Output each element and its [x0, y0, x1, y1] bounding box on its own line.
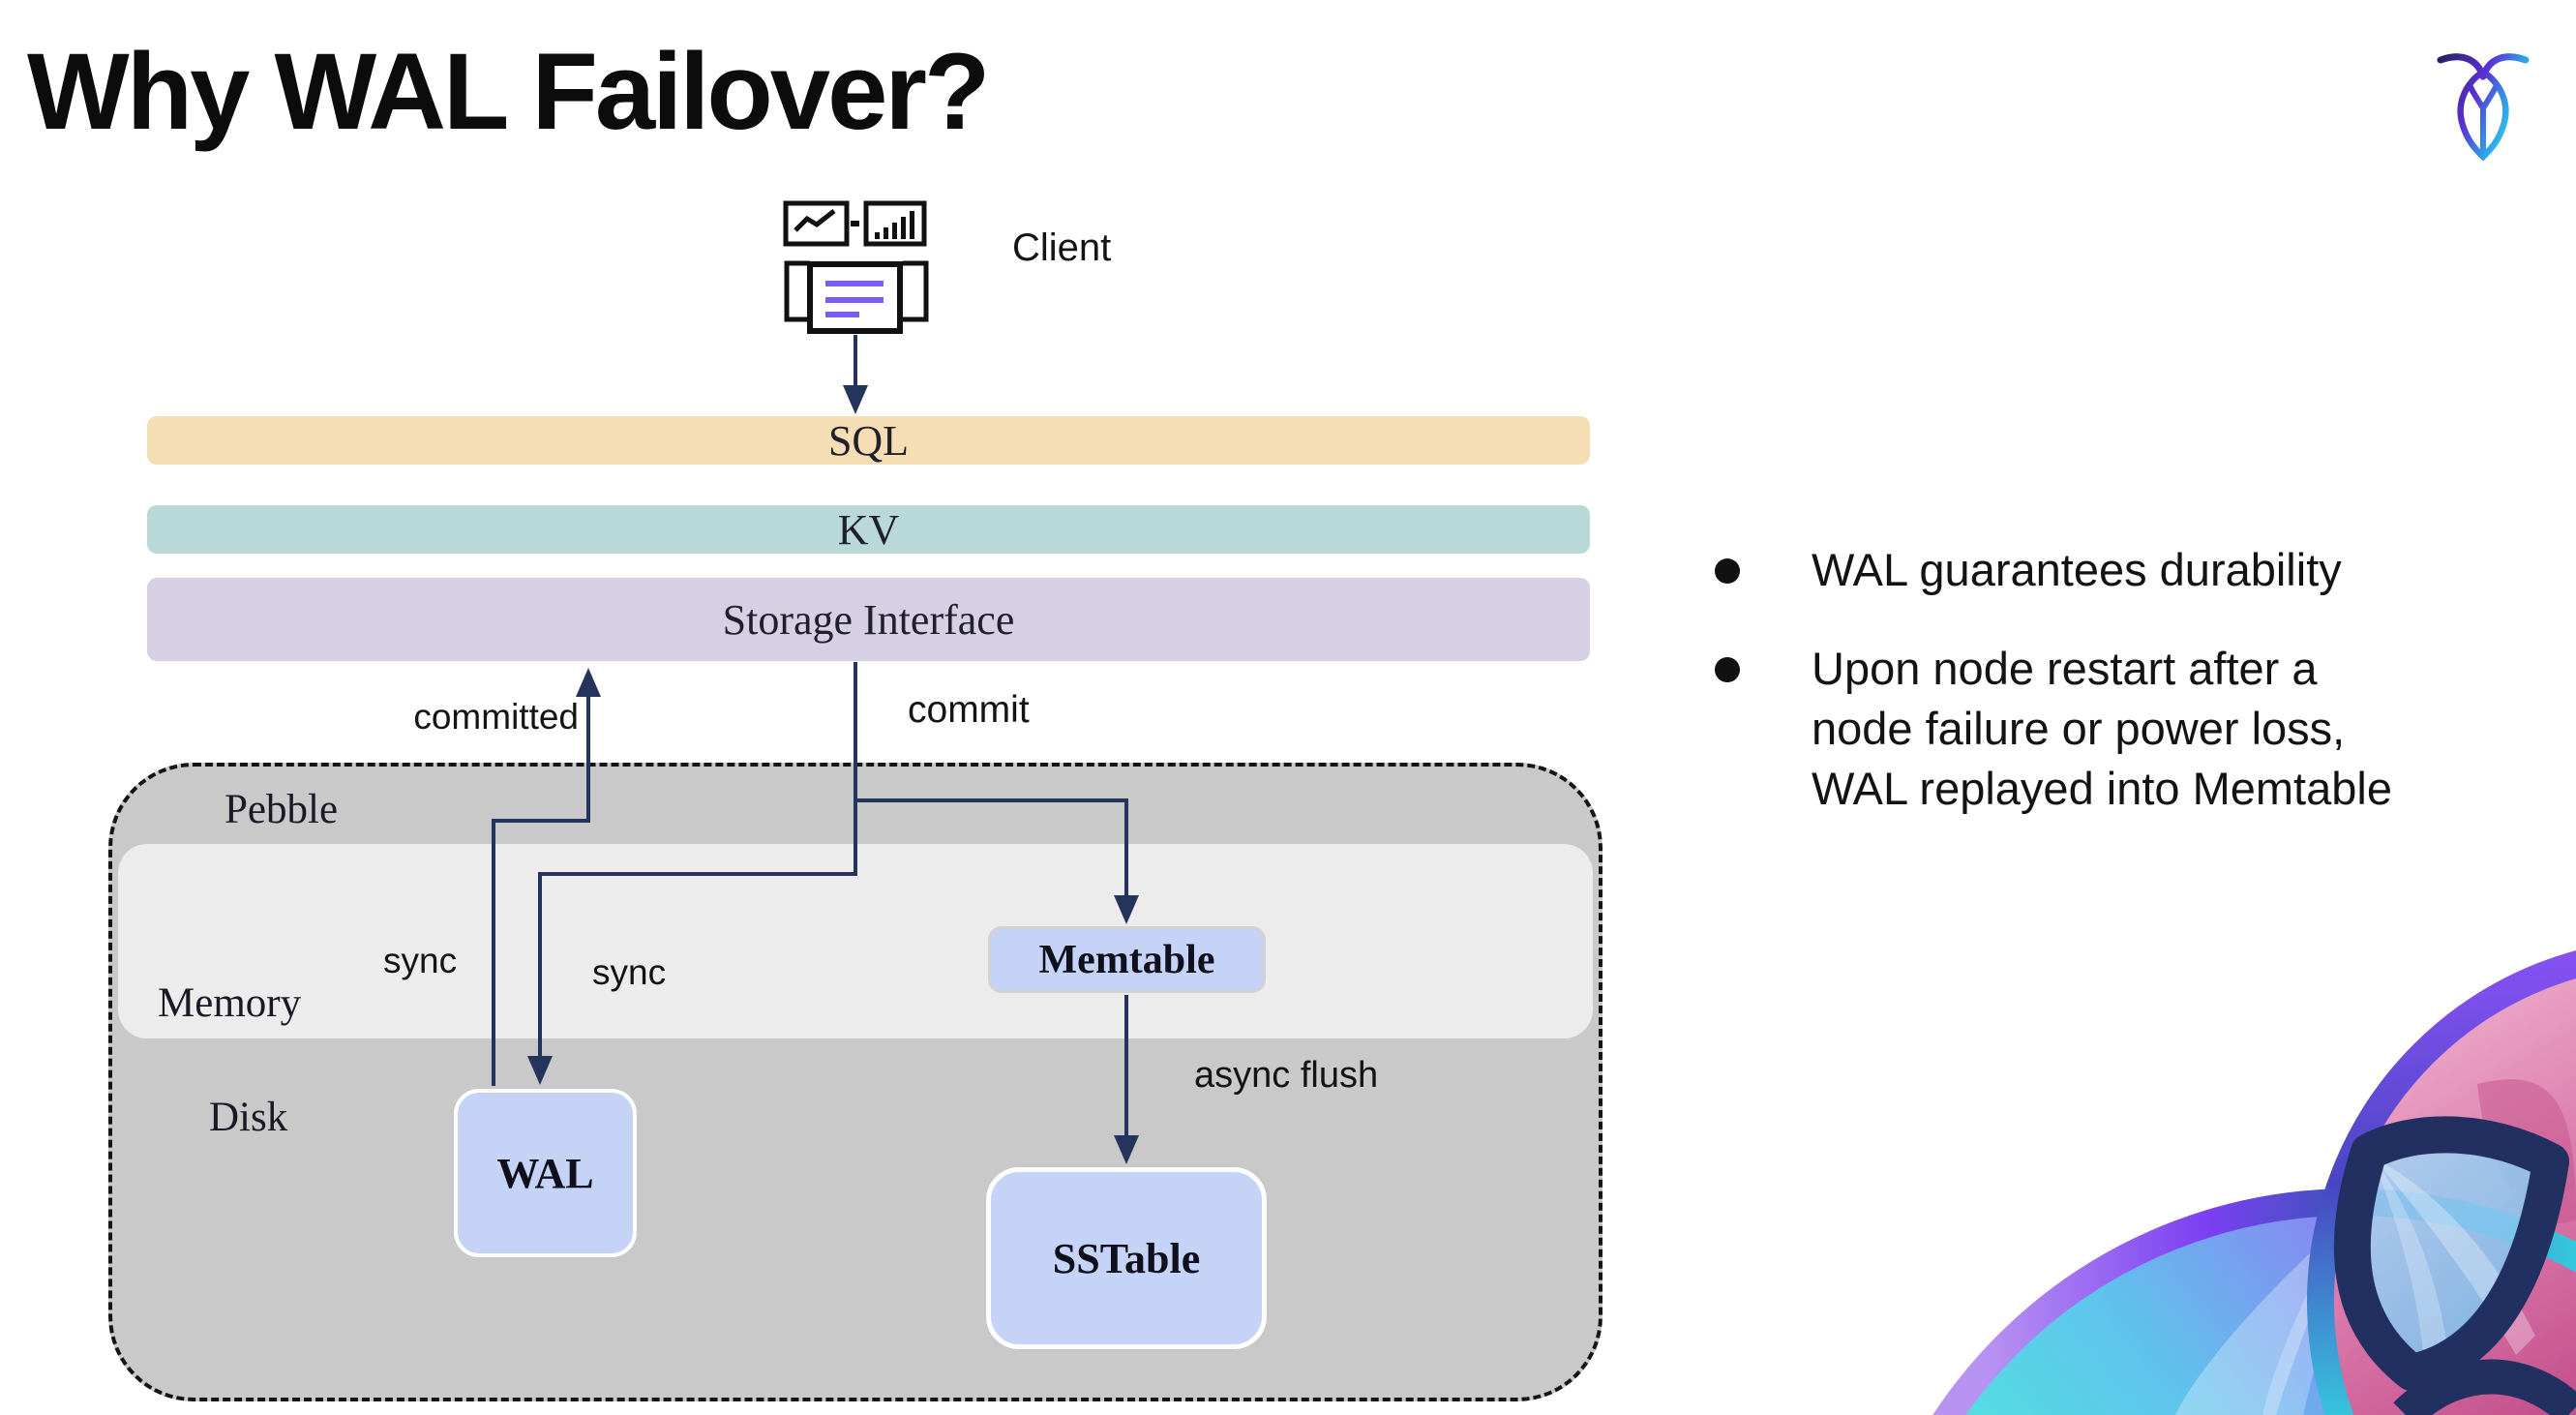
- art-leaf-petal: [2373, 1158, 2448, 1363]
- edge-label-sync-right: sync: [592, 952, 667, 992]
- edge-label-commit: commit: [908, 689, 1030, 731]
- sstable-box: SSTable: [986, 1167, 1267, 1349]
- memtable-label: Memtable: [1038, 937, 1215, 982]
- client-label: Client: [1012, 226, 1112, 269]
- layer-label-storage-interface: Storage Interface: [722, 595, 1015, 644]
- line-chart-icon: [783, 200, 850, 247]
- bullet-item: WAL guarantees durability: [1812, 544, 2342, 595]
- bullet-dot: [1715, 657, 1740, 682]
- sstable-label: SSTable: [1052, 1234, 1201, 1282]
- art-stem-curve: [2393, 1359, 2576, 1415]
- client-icon: [783, 200, 929, 334]
- bullet-item: Upon node restart after a node failure o…: [1812, 643, 2392, 814]
- pebble-label: Pebble: [225, 787, 339, 832]
- wal-label: WAL: [496, 1149, 594, 1197]
- edge-label-async-flush: async flush: [1194, 1055, 1379, 1096]
- logo-stem: [2468, 84, 2499, 160]
- bullet-dot: [1715, 558, 1740, 584]
- arrowhead-into-storage: [576, 668, 601, 697]
- cockroachdb-logo-icon: [2437, 53, 2530, 162]
- layer-bar-storage-interface: Storage Interface: [147, 578, 1590, 661]
- bar-chart-icon: [863, 200, 927, 247]
- layer-label-kv: KV: [837, 505, 900, 554]
- layer-bar-sql: SQL: [147, 416, 1590, 465]
- disk-label: Disk: [209, 1095, 288, 1140]
- wal-box: WAL: [454, 1089, 637, 1257]
- art-white-leaf: [2175, 1224, 2342, 1415]
- memtable-box: Memtable: [988, 926, 1266, 993]
- layer-bar-kv: KV: [147, 505, 1590, 554]
- page-title: Why WAL Failover?: [27, 31, 990, 152]
- icon-connector-dash: [851, 221, 859, 226]
- edge-label-sync-left: sync: [383, 941, 458, 980]
- layer-label-sql: SQL: [827, 416, 910, 465]
- brand-art-decoration: [1932, 950, 2576, 1415]
- memory-region: [118, 844, 1593, 1039]
- arrowhead-into-sql: [843, 385, 868, 414]
- art-leaf-fill: [2351, 1134, 2551, 1372]
- art-blue-arc: [2307, 950, 2576, 1415]
- document-icon: [784, 260, 929, 334]
- art-leaf-outline: [2333, 1116, 2569, 1391]
- edge-label-committed: committed: [413, 697, 579, 737]
- memory-label: Memory: [158, 980, 302, 1026]
